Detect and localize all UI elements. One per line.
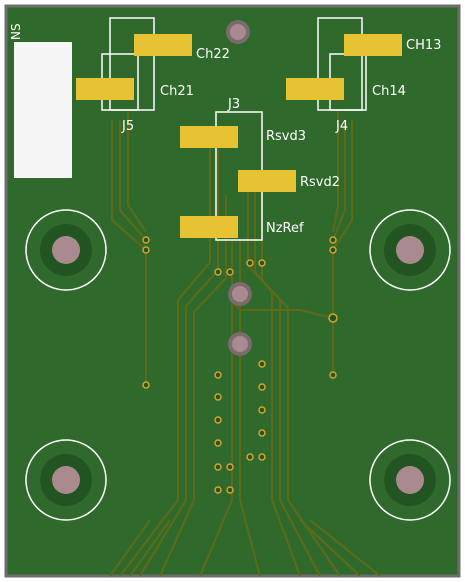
mounting-hole-bottom-right: [369, 439, 451, 521]
label-nzref: NzRef: [266, 221, 304, 236]
label-j5: J5: [121, 119, 134, 134]
label-ch21: Ch21: [160, 84, 194, 99]
mounting-hole-top-left: [25, 209, 107, 291]
label-j4: J4: [335, 119, 348, 134]
label-rsvd3: Rsvd3: [266, 129, 306, 144]
pad-ch21: [76, 78, 134, 100]
pad-group: [76, 34, 402, 238]
side-label-block: [14, 42, 72, 178]
mounting-hole-top-right: [369, 209, 451, 291]
plated-hole-middle: [228, 282, 252, 306]
plated-hole-top: [226, 20, 250, 44]
label-ch14: Ch14: [372, 84, 406, 99]
label-ch13: CH13: [406, 38, 441, 53]
pad-ch13: [344, 34, 402, 56]
label-ch22: Ch22: [196, 47, 230, 62]
mounting-hole-bottom-left: [25, 439, 107, 521]
side-label-text: NS: [9, 23, 23, 40]
plated-hole-lower: [228, 332, 252, 356]
pad-ch14: [286, 78, 344, 100]
label-j3: J3: [227, 97, 240, 112]
via-group: [142, 236, 338, 494]
label-rsvd2: Rsvd2: [300, 175, 340, 190]
pad-rsvd2: [238, 170, 296, 192]
pad-rsvd3: [180, 126, 238, 148]
pad-ch22: [134, 34, 192, 56]
trace-group: [109, 110, 381, 577]
pad-nzref: [180, 216, 238, 238]
